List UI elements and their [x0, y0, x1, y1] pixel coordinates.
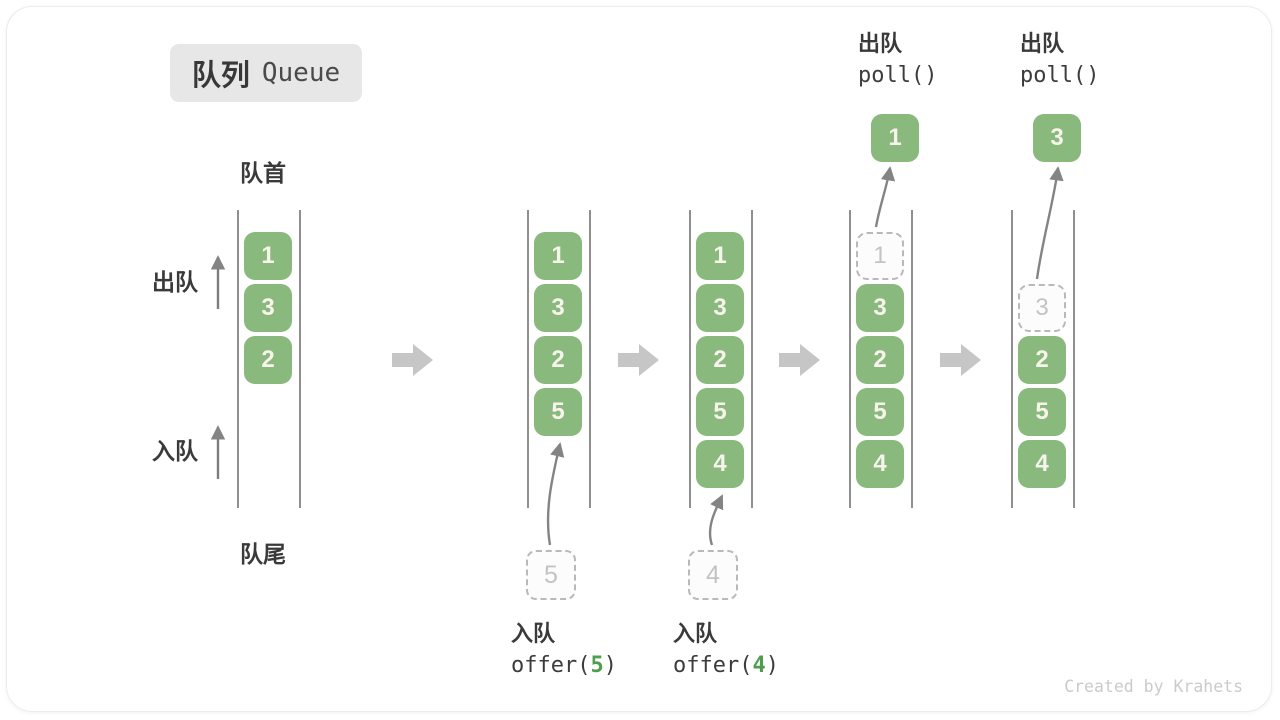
- queue-slot: 5: [1018, 388, 1066, 436]
- operation-label-zh: 出队: [858, 31, 903, 56]
- queue-slot: 5: [534, 388, 582, 436]
- operation-code: poll(): [858, 63, 938, 88]
- queue-slot: 2: [856, 336, 904, 384]
- queue-wall: [911, 210, 913, 508]
- queue-slot: 3: [534, 284, 582, 332]
- operation-label-dequeue: 出队 poll(): [1020, 29, 1099, 93]
- operation-arg: 5: [590, 653, 604, 678]
- label-queue-rear: 队尾: [240, 541, 286, 567]
- queue-wall: [299, 210, 301, 508]
- queue-slot: 2: [534, 336, 582, 384]
- queue-slot: 3: [856, 284, 904, 332]
- queue-wall: [1011, 210, 1013, 508]
- queue-wall: [1073, 210, 1075, 508]
- title-en: Queue: [261, 58, 341, 88]
- operation-label-zh: 入队: [673, 621, 718, 646]
- queue-slot: 4: [856, 440, 904, 488]
- operation-label-zh: 出队: [1020, 31, 1065, 56]
- operation-code: poll(): [1020, 63, 1100, 88]
- queue-slot: 1: [696, 232, 744, 280]
- operation-label-enqueue: 入队 offer(4): [673, 619, 779, 683]
- title-badge: 队列 Queue: [170, 44, 362, 102]
- queue-wall: [527, 210, 529, 508]
- title-zh: 队列: [191, 60, 250, 92]
- queue-wall: [849, 210, 851, 508]
- queue-slot: 2: [696, 336, 744, 384]
- queue-slot: 2: [244, 336, 292, 384]
- operation-label-zh: 入队: [511, 621, 556, 646]
- watermark: Created by Krahets: [1064, 677, 1243, 696]
- incoming-value-box: 4: [688, 550, 738, 600]
- extracted-value-box: 3: [1033, 114, 1081, 162]
- queue-slot: 4: [696, 440, 744, 488]
- label-enqueue-direction: 入队: [152, 438, 198, 464]
- queue-wall: [589, 210, 591, 508]
- queue-slot: 4: [1018, 440, 1066, 488]
- queue-slot: 3: [696, 284, 744, 332]
- queue-slot: 5: [856, 388, 904, 436]
- queue-wall: [689, 210, 691, 508]
- operation-label-enqueue: 入队 offer(5): [511, 619, 617, 683]
- queue-slot-removed: 1: [856, 232, 904, 280]
- extracted-value-box: 1: [871, 114, 919, 162]
- label-queue-front: 队首: [240, 160, 286, 186]
- queue-slot: 1: [534, 232, 582, 280]
- queue-slot-removed: 3: [1018, 284, 1066, 332]
- queue-slot: 5: [696, 388, 744, 436]
- queue-slot: 2: [1018, 336, 1066, 384]
- canvas-card: [6, 6, 1272, 712]
- queue-wall: [237, 210, 239, 508]
- queue-slot: 1: [244, 232, 292, 280]
- operation-code: offer(5): [511, 653, 617, 678]
- queue-wall: [751, 210, 753, 508]
- queue-slot: 3: [244, 284, 292, 332]
- operation-code: offer(4): [673, 653, 779, 678]
- operation-label-dequeue: 出队 poll(): [858, 29, 937, 93]
- label-dequeue-direction: 出队: [152, 269, 198, 295]
- incoming-value-box: 5: [526, 550, 576, 600]
- operation-arg: 4: [752, 653, 766, 678]
